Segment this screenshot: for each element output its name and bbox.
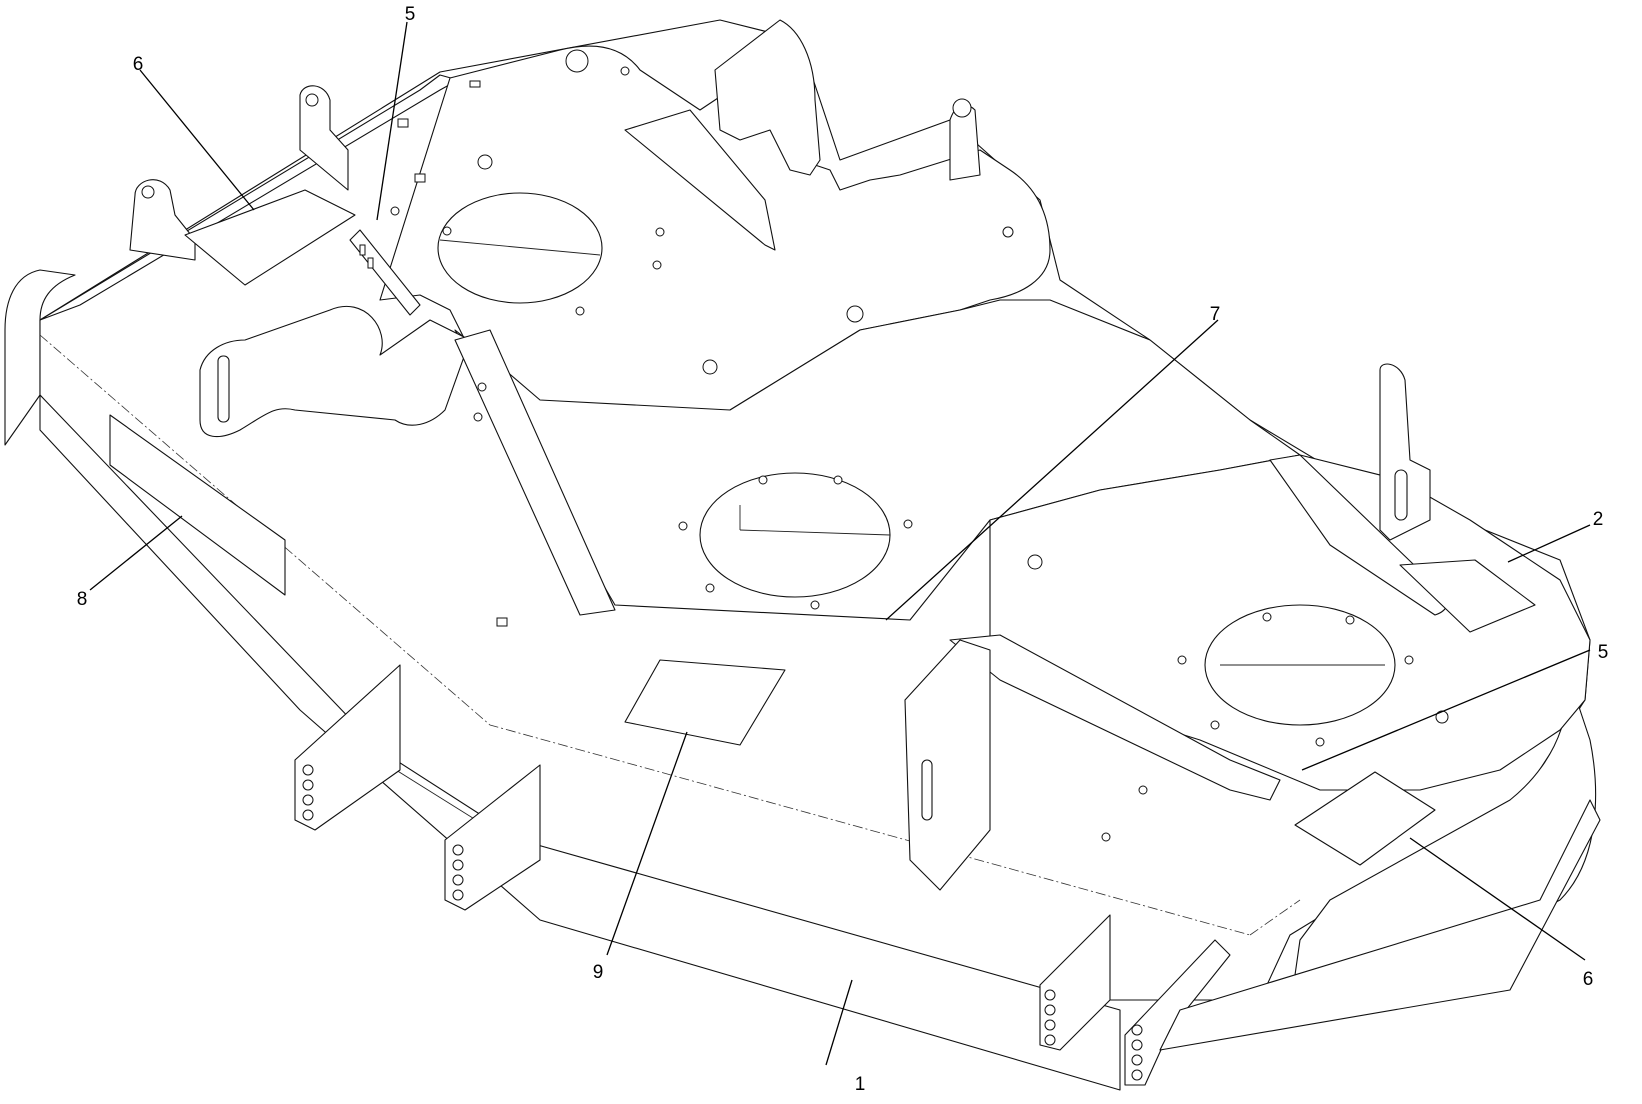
callout-7: 7 xyxy=(1210,304,1221,325)
front-brackets xyxy=(294,664,1601,1086)
leader-lines xyxy=(89,21,1591,1066)
upper-right-bracket xyxy=(624,19,981,251)
callouts: 1 2 5 5 6 6 7 8 9 xyxy=(77,4,1609,1095)
right-hanger-brackets xyxy=(904,363,1448,891)
decal-6-rear xyxy=(184,189,356,286)
decal-8 xyxy=(109,414,286,596)
callout-9: 9 xyxy=(593,962,604,983)
right-plate xyxy=(989,454,1591,842)
center-plate xyxy=(454,299,1301,627)
callout-8: 8 xyxy=(77,589,88,610)
rear-left-plate xyxy=(39,45,1051,411)
decal-9 xyxy=(624,659,786,746)
callout-1: 1 xyxy=(855,1074,866,1095)
callout-5-rear: 5 xyxy=(405,4,416,25)
decal-6-front xyxy=(1294,771,1436,866)
decal-2 xyxy=(1399,559,1536,633)
callout-6-front: 6 xyxy=(1583,969,1594,990)
left-hanger-bracket xyxy=(199,229,616,616)
callout-5-front: 5 xyxy=(1598,642,1609,663)
callout-6-rear: 6 xyxy=(133,54,144,75)
rear-left-bracket xyxy=(129,85,356,286)
decals xyxy=(109,414,1536,866)
callout-2: 2 xyxy=(1593,509,1604,530)
